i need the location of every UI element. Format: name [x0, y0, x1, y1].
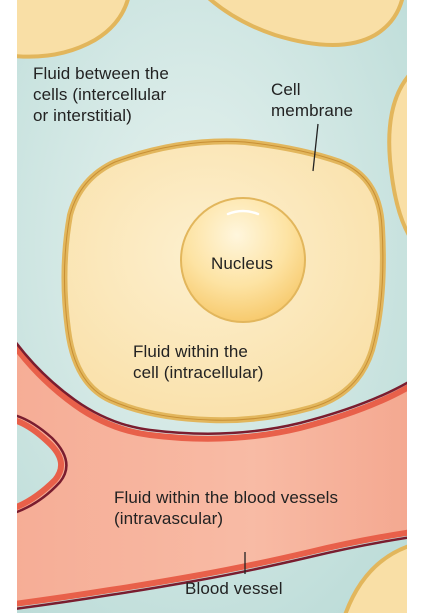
- intracellular-fluid-label-line-1: Fluid within the: [133, 341, 248, 362]
- interstitial-fluid-label-line-1: Fluid between the: [33, 63, 169, 84]
- intravascular-fluid-label-line-1: Fluid within the blood vessels: [114, 487, 338, 508]
- intracellular-fluid-label-line-2: cell (intracellular): [133, 362, 263, 383]
- cell-membrane-label-line-2: membrane: [271, 100, 353, 121]
- interstitial-fluid-label-line-3: or interstitial): [33, 105, 132, 126]
- intravascular-fluid-label-line-2: (intravascular): [114, 508, 223, 529]
- cell-membrane-label-line-1: Cell: [271, 79, 301, 100]
- nucleus-label: Nucleus: [211, 253, 273, 274]
- blood-vessel-label: Blood vessel: [185, 578, 283, 599]
- interstitial-fluid-label-line-2: cells (intercellular: [33, 84, 166, 105]
